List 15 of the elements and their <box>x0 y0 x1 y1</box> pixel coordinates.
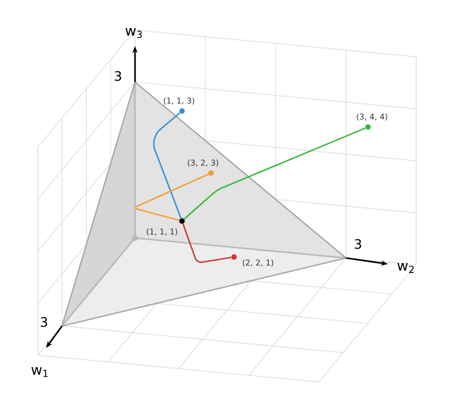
axis-label: w$_{3}$ <box>126 28 142 38</box>
tick-label: 3 <box>40 317 48 327</box>
tick-label: 3 <box>114 71 122 81</box>
point-label: (3, 4, 4) <box>356 113 388 121</box>
tick-label: 3 <box>354 239 362 249</box>
path-line <box>182 224 232 263</box>
point-label: (2, 2, 1) <box>242 259 274 267</box>
point-label: (1, 1, 3) <box>164 97 194 105</box>
path-line <box>153 112 182 218</box>
point-label: (3, 2, 3) <box>188 159 218 167</box>
axis-label: w$_{1}$ <box>32 367 48 377</box>
point-label: (1, 1, 1) <box>146 228 178 236</box>
axis-label: w$_{2}$ <box>398 263 414 273</box>
path-line <box>135 174 209 221</box>
path-line <box>184 128 366 220</box>
